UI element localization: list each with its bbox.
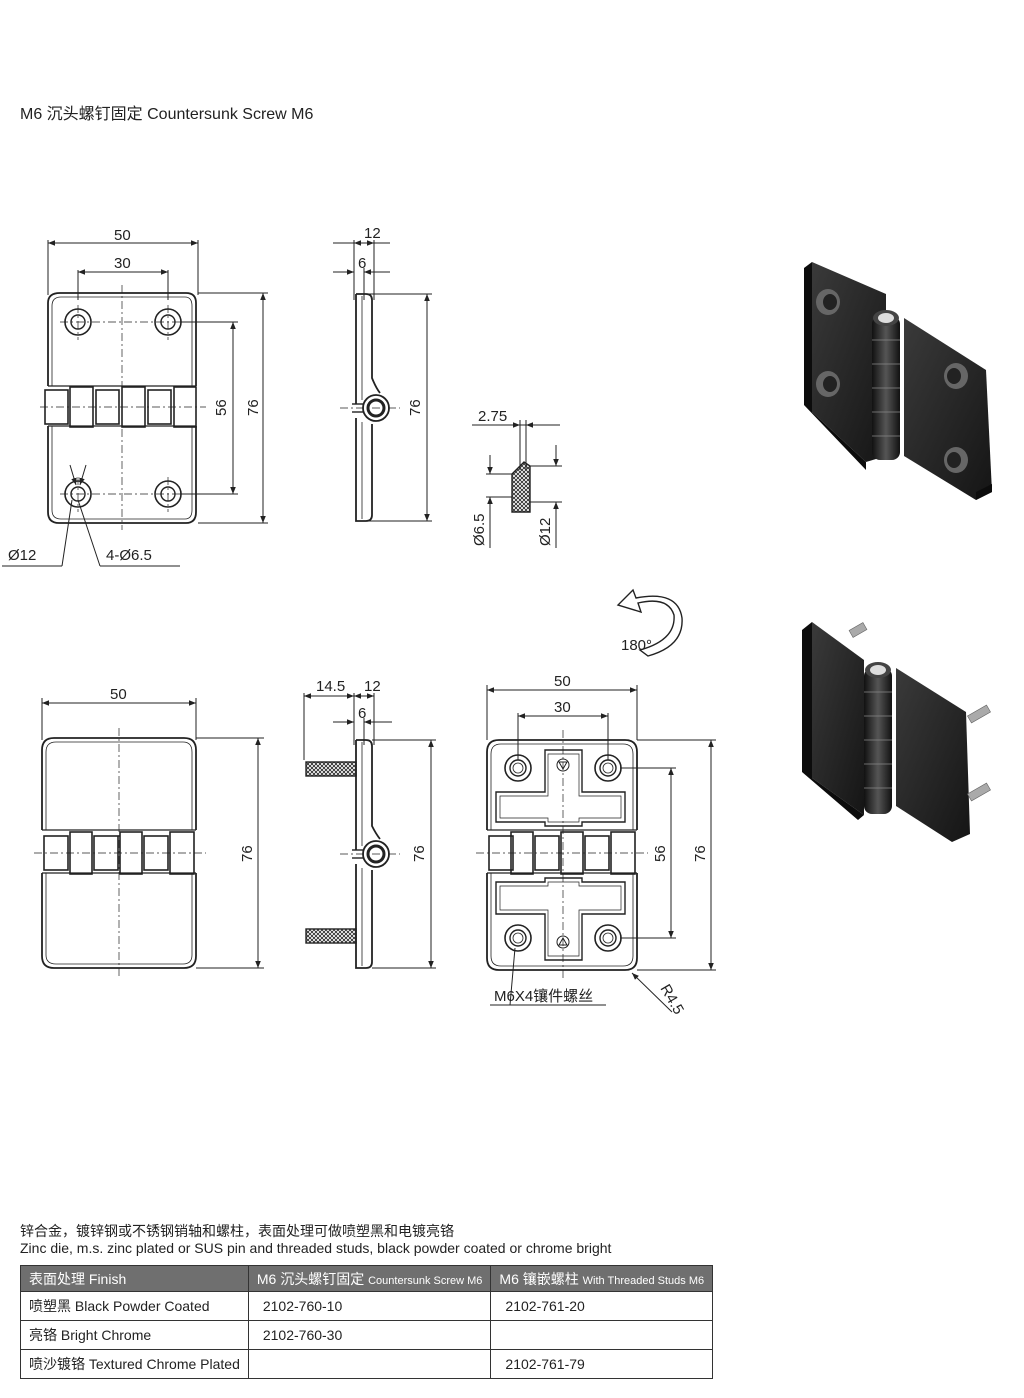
part-number-cell: 2102-760-30 <box>247 1320 492 1350</box>
header-finish: 表面处理 Finish <box>20 1265 249 1292</box>
front-view-countersunk <box>2 240 268 567</box>
dim-width-50-c: 50 <box>554 673 571 690</box>
dim-4-holes: 4-Ø6.5 <box>106 547 152 564</box>
hinge-render-countersunk <box>804 262 992 500</box>
technical-drawing: 50 30 56 76 12 6 76 2.75 Ø6.5 Ø12 Ø12 4-… <box>2 225 992 1018</box>
front-view-studs <box>34 698 264 978</box>
finish-cell: 喷沙镀铬 Textured Chrome Plated <box>20 1349 249 1379</box>
part-number-cell <box>247 1349 492 1379</box>
spec-table: 表面处理 Finish M6 沉头螺钉固定 Countersunk Screw … <box>20 1265 714 1379</box>
dim-thickness-6: 6 <box>358 255 366 272</box>
dim-hole-spacing-56-c: 56 <box>652 845 669 862</box>
part-number-cell: 2102-761-20 <box>490 1291 714 1321</box>
table-row: 喷沙镀铬 Textured Chrome Plated 2102-761-79 <box>20 1349 714 1379</box>
table-header-row: 表面处理 Finish M6 沉头螺钉固定 Countersunk Screw … <box>20 1265 714 1292</box>
dim-radius-4-5: R4.5 <box>657 982 688 1018</box>
part-number-cell <box>490 1320 714 1350</box>
side-view-countersunk <box>333 240 432 522</box>
dim-thickness-12-b: 12 <box>364 678 381 695</box>
countersink-detail <box>472 420 562 548</box>
insert-screw-label: M6X4镶件螺丝 <box>494 987 593 1005</box>
description-chinese: 锌合金，镀锌钢或不锈钢销轴和螺柱，表面处理可做喷塑黑和电镀亮铬 <box>20 1223 454 1239</box>
dim-hole-spacing-30: 30 <box>114 255 131 272</box>
side-view-studs <box>303 693 436 969</box>
description-english: Zinc die, m.s. zinc plated or SUS pin an… <box>20 1240 612 1256</box>
dim-height-76-side: 76 <box>407 399 424 416</box>
page-title: M6 沉头螺钉固定 Countersunk Screw M6 <box>20 106 314 123</box>
dim-hole-spacing-56: 56 <box>213 399 230 416</box>
header-countersunk: M6 沉头螺钉固定 Countersunk Screw M6 <box>247 1265 492 1292</box>
part-number-cell: 2102-760-10 <box>247 1291 492 1321</box>
dim-width-50: 50 <box>114 227 131 244</box>
dim-stud-14-5: 14.5 <box>316 678 345 695</box>
dim-phi-12: Ø12 <box>8 547 36 564</box>
rotation-label: 180° <box>621 637 652 654</box>
dim-height-76-e: 76 <box>692 845 709 862</box>
finish-cell: 亮铬 Bright Chrome <box>20 1320 249 1350</box>
dim-diameter-12: Ø12 <box>537 518 554 546</box>
dim-height-76-d: 76 <box>411 845 428 862</box>
rotation-arrow-icon <box>616 588 683 657</box>
dim-diameter-6-5: Ø6.5 <box>471 513 488 546</box>
back-view-inserts <box>476 685 716 1013</box>
dim-countersink-2-75: 2.75 <box>478 408 507 425</box>
part-number-cell: 2102-761-79 <box>490 1349 714 1379</box>
hinge-render-studs <box>802 622 991 842</box>
header-studs: M6 镶嵌螺柱 With Threaded Studs M6 <box>490 1265 714 1292</box>
dim-thickness-12: 12 <box>364 225 381 242</box>
dim-width-50-b: 50 <box>110 686 127 703</box>
dim-height-76: 76 <box>245 399 262 416</box>
dim-thickness-6-b: 6 <box>358 705 366 722</box>
finish-cell: 喷塑黑 Black Powder Coated <box>20 1291 249 1321</box>
table-row: 喷塑黑 Black Powder Coated 2102-760-10 2102… <box>20 1291 714 1321</box>
dim-height-76-b: 76 <box>239 845 256 862</box>
dim-hole-spacing-30-c: 30 <box>554 699 571 716</box>
table-row: 亮铬 Bright Chrome 2102-760-30 <box>20 1320 714 1350</box>
